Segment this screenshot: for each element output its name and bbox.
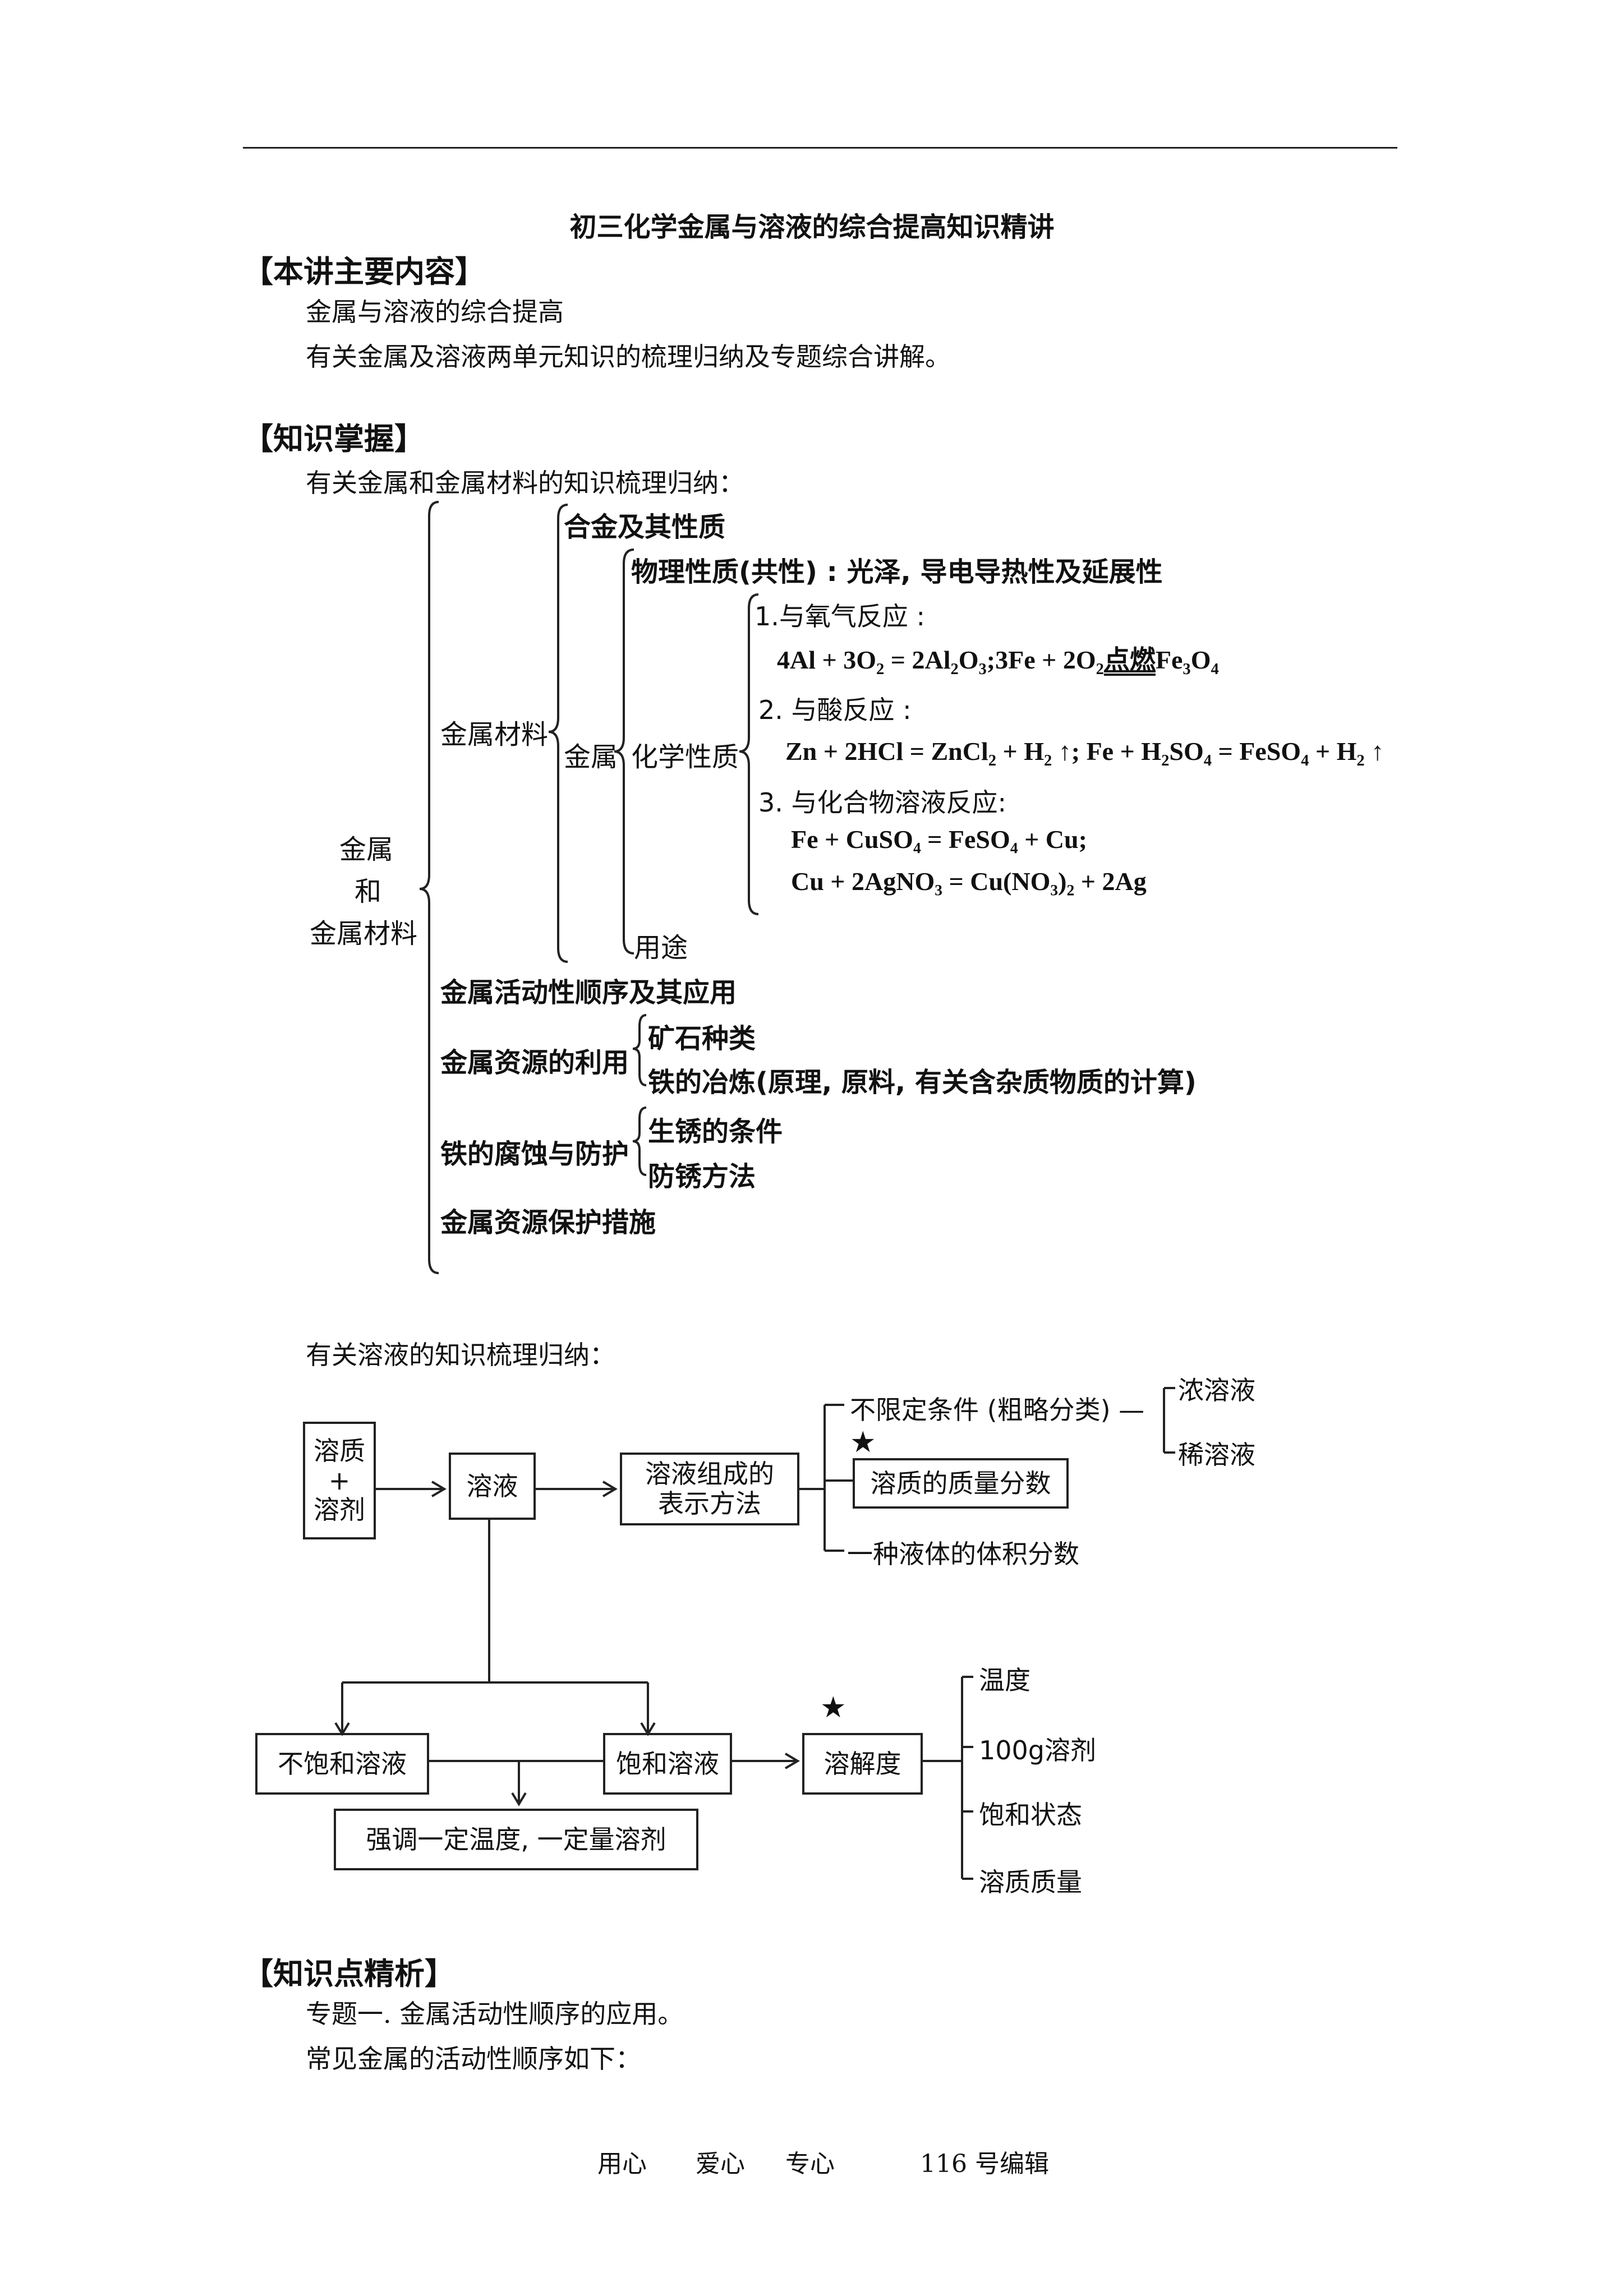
paragraph-line: 有关金属及溶液两单元知识的梳理归纳及专题综合讲解。 xyxy=(306,342,951,372)
solution-intro: 有关溶液的知识梳理归纳： xyxy=(306,1340,615,1370)
solvent-text: 溶剂 xyxy=(314,1495,365,1525)
use-label: 用途 xyxy=(634,932,688,963)
solute-text: 溶质 xyxy=(314,1435,365,1466)
solubility-box: 溶解度 xyxy=(802,1733,923,1795)
temperature-label: 温度 xyxy=(979,1665,1030,1695)
unsaturated-solution-box: 不饱和溶液 xyxy=(255,1733,429,1795)
reaction-compound-title: 3. 与化合物溶液反应: xyxy=(758,787,1007,818)
rust-prevention-label: 防锈方法 xyxy=(648,1161,756,1192)
footer-text: 爱心 xyxy=(696,2150,745,2178)
root-label: 金属 xyxy=(339,834,394,865)
plus-text: + xyxy=(328,1465,351,1496)
resource-protection-label: 金属资源保护措施 xyxy=(440,1207,656,1238)
solution-box: 溶液 xyxy=(449,1453,536,1520)
header-rule xyxy=(243,147,1397,149)
metal-materials-label: 金属材料 xyxy=(440,719,549,750)
metal-intro: 有关金属和金属材料的知识梳理归纳： xyxy=(306,468,744,498)
paragraph-line: 金属与溶液的综合提高 xyxy=(306,297,564,327)
composition-text-line2: 表示方法 xyxy=(658,1488,761,1519)
equation-acid: Zn + 2HCl = ZnCl2 + H2 ↑; Fe + H2SO4 = F… xyxy=(785,737,1384,770)
solution-diagram-connectors xyxy=(334,1387,1175,1880)
chemical-property-label: 化学性质 xyxy=(631,741,739,773)
iron-smelting-label: 铁的冶炼(原理, 原料, 有关含杂质物质的计算) xyxy=(648,1067,1197,1098)
volume-fraction-label: 一种液体的体积分数 xyxy=(847,1539,1079,1569)
resources-use-label: 金属资源的利用 xyxy=(440,1047,629,1078)
emphasize-text: 强调一定温度, 一定量溶剂 xyxy=(366,1824,666,1855)
mass-fraction-text: 溶质的质量分数 xyxy=(870,1468,1051,1499)
metal-label: 金属 xyxy=(564,741,618,773)
solution-text: 溶液 xyxy=(466,1470,518,1501)
footer-text: 116 号编辑 xyxy=(920,2150,1049,2178)
solvent-100g-label: 100g溶剂 xyxy=(979,1735,1096,1765)
section-heading-main-content: 【本讲主要内容】 xyxy=(243,254,485,289)
footer-text: 用心 xyxy=(597,2150,647,2178)
unlimited-condition-label: 不限定条件 (粗略分类) — xyxy=(850,1395,1145,1425)
ore-types-label: 矿石种类 xyxy=(648,1023,756,1054)
unsaturated-solution-text: 不饱和溶液 xyxy=(278,1748,407,1779)
alloy-label: 合金及其性质 xyxy=(564,511,726,543)
composition-box: 溶液组成的 表示方法 xyxy=(620,1453,799,1525)
paragraph-line: 专题一. 金属活动性顺序的应用。 xyxy=(306,1999,684,2029)
solute-mass-label: 溶质质量 xyxy=(979,1867,1082,1897)
document-title: 初三化学金属与溶液的综合提高知识精讲 xyxy=(569,211,1055,243)
composition-text-line1: 溶液组成的 xyxy=(645,1459,774,1490)
paragraph-line: 常见金属的活动性顺序如下： xyxy=(306,2044,641,2074)
section-heading-analysis: 【知识点精析】 xyxy=(243,1956,455,1991)
rust-condition-label: 生锈的条件 xyxy=(648,1116,783,1147)
equation-cuso4: Fe + CuSO₄ = FeSO₄ + Cu; xyxy=(791,825,1087,854)
section-heading-knowledge: 【知识掌握】 xyxy=(243,421,425,457)
corrosion-label: 铁的腐蚀与防护 xyxy=(440,1138,629,1170)
metal-tree-braces xyxy=(419,501,759,1274)
star-icon: ★ xyxy=(820,1691,846,1725)
star-icon: ★ xyxy=(850,1426,876,1459)
saturated-state-label: 饱和状态 xyxy=(979,1800,1082,1830)
root-label: 和 xyxy=(355,876,382,907)
emphasize-box: 强调一定温度, 一定量溶剂 xyxy=(334,1809,698,1870)
solute-solvent-box: 溶质 + 溶剂 xyxy=(303,1422,376,1539)
activity-order-label: 金属活动性顺序及其应用 xyxy=(440,977,737,1008)
reaction-oxygen-title: 1.与氧气反应 : xyxy=(755,601,926,631)
footer-text: 专心 xyxy=(785,2150,835,2178)
concentrated-solution-label: 浓溶液 xyxy=(1178,1375,1255,1405)
dilute-solution-label: 稀溶液 xyxy=(1178,1440,1255,1470)
reaction-acid-title: 2. 与酸反应 : xyxy=(758,695,912,725)
saturated-solution-text: 饱和溶液 xyxy=(616,1748,719,1779)
mass-fraction-box: 溶质的质量分数 xyxy=(853,1458,1069,1509)
equation-oxygen: 4Al + 3O2 = 2Al2O3;3Fe + 2O2点燃Fe3O4 xyxy=(777,646,1219,679)
saturated-solution-box: 饱和溶液 xyxy=(603,1733,732,1795)
physical-property: 物理性质(共性) : 光泽, 导电导热性及延展性 xyxy=(631,556,1163,588)
root-label: 金属材料 xyxy=(310,918,418,949)
solubility-text: 溶解度 xyxy=(823,1748,901,1779)
equation-agno3: Cu + 2AgNO₃ = Cu(NO₃)₂ + 2Ag xyxy=(791,867,1147,896)
